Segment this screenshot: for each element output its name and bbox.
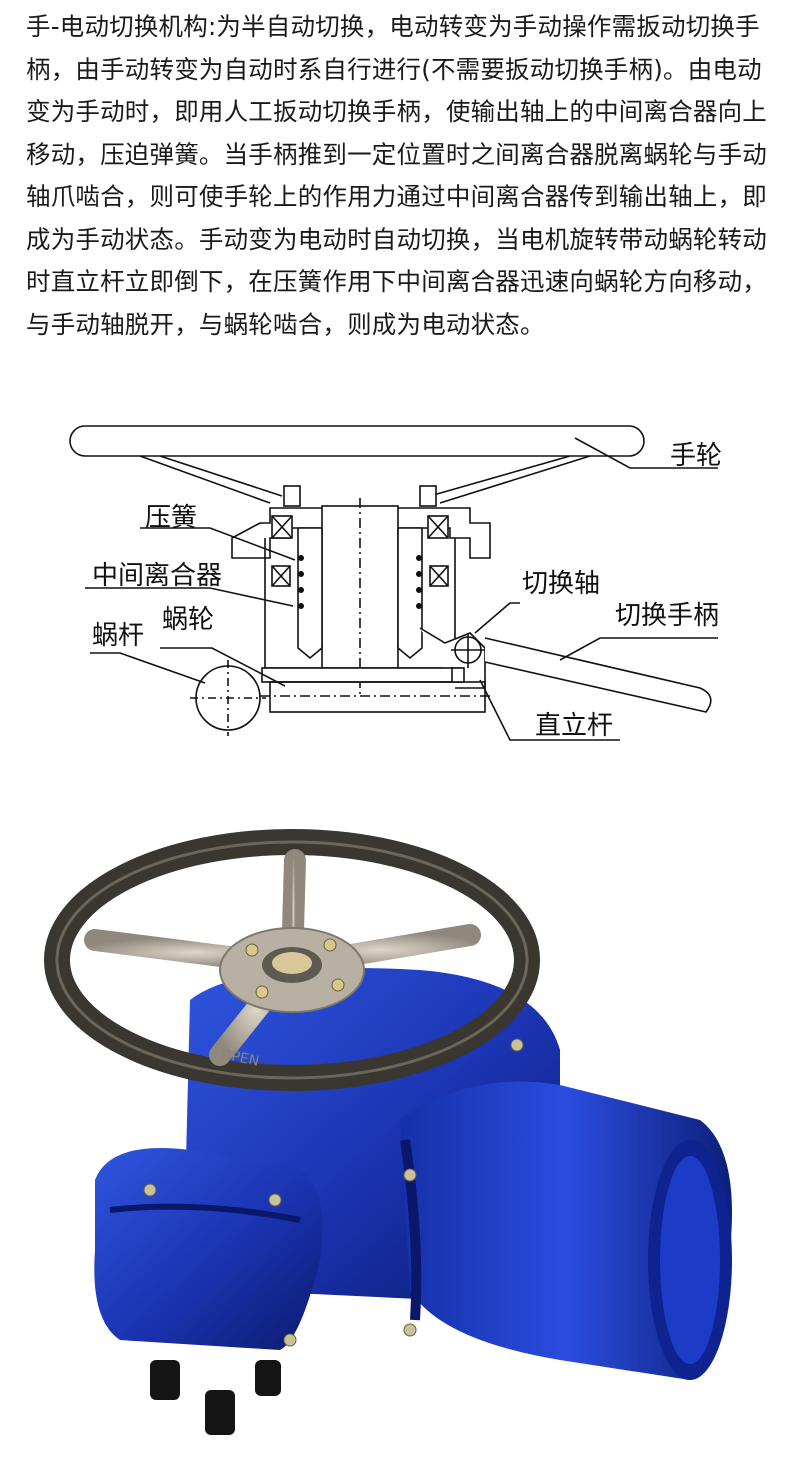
label-switch-shaft: 切换轴	[522, 569, 600, 599]
actuator-photo: OPEN	[44, 829, 732, 1435]
label-switch-handle: 切换手柄	[615, 601, 719, 631]
motor-cylinder	[400, 1081, 732, 1380]
mechanism-description: 手-电动切换机构:为半自动切换，电动转变为手动操作需扳动切换手柄，由手动转变为自…	[26, 12, 767, 339]
label-handwheel: 手轮	[670, 441, 722, 471]
label-upright-rod: 直立杆	[535, 711, 613, 741]
label-clutch: 中间离合器	[92, 561, 222, 591]
terminal-box	[94, 1148, 323, 1350]
handwheel-open-text: OPEN	[219, 1046, 260, 1070]
label-spring: 压簧	[145, 503, 197, 533]
label-worm: 蜗杆	[92, 621, 144, 651]
handwheel-rim	[69, 425, 645, 457]
label-worm-wheel: 蜗轮	[162, 605, 214, 635]
switch-mechanism-diagram: 手轮 压簧 中间离合器 切换轴 切换手柄 蜗杆 蜗轮 直立杆	[69, 425, 722, 741]
